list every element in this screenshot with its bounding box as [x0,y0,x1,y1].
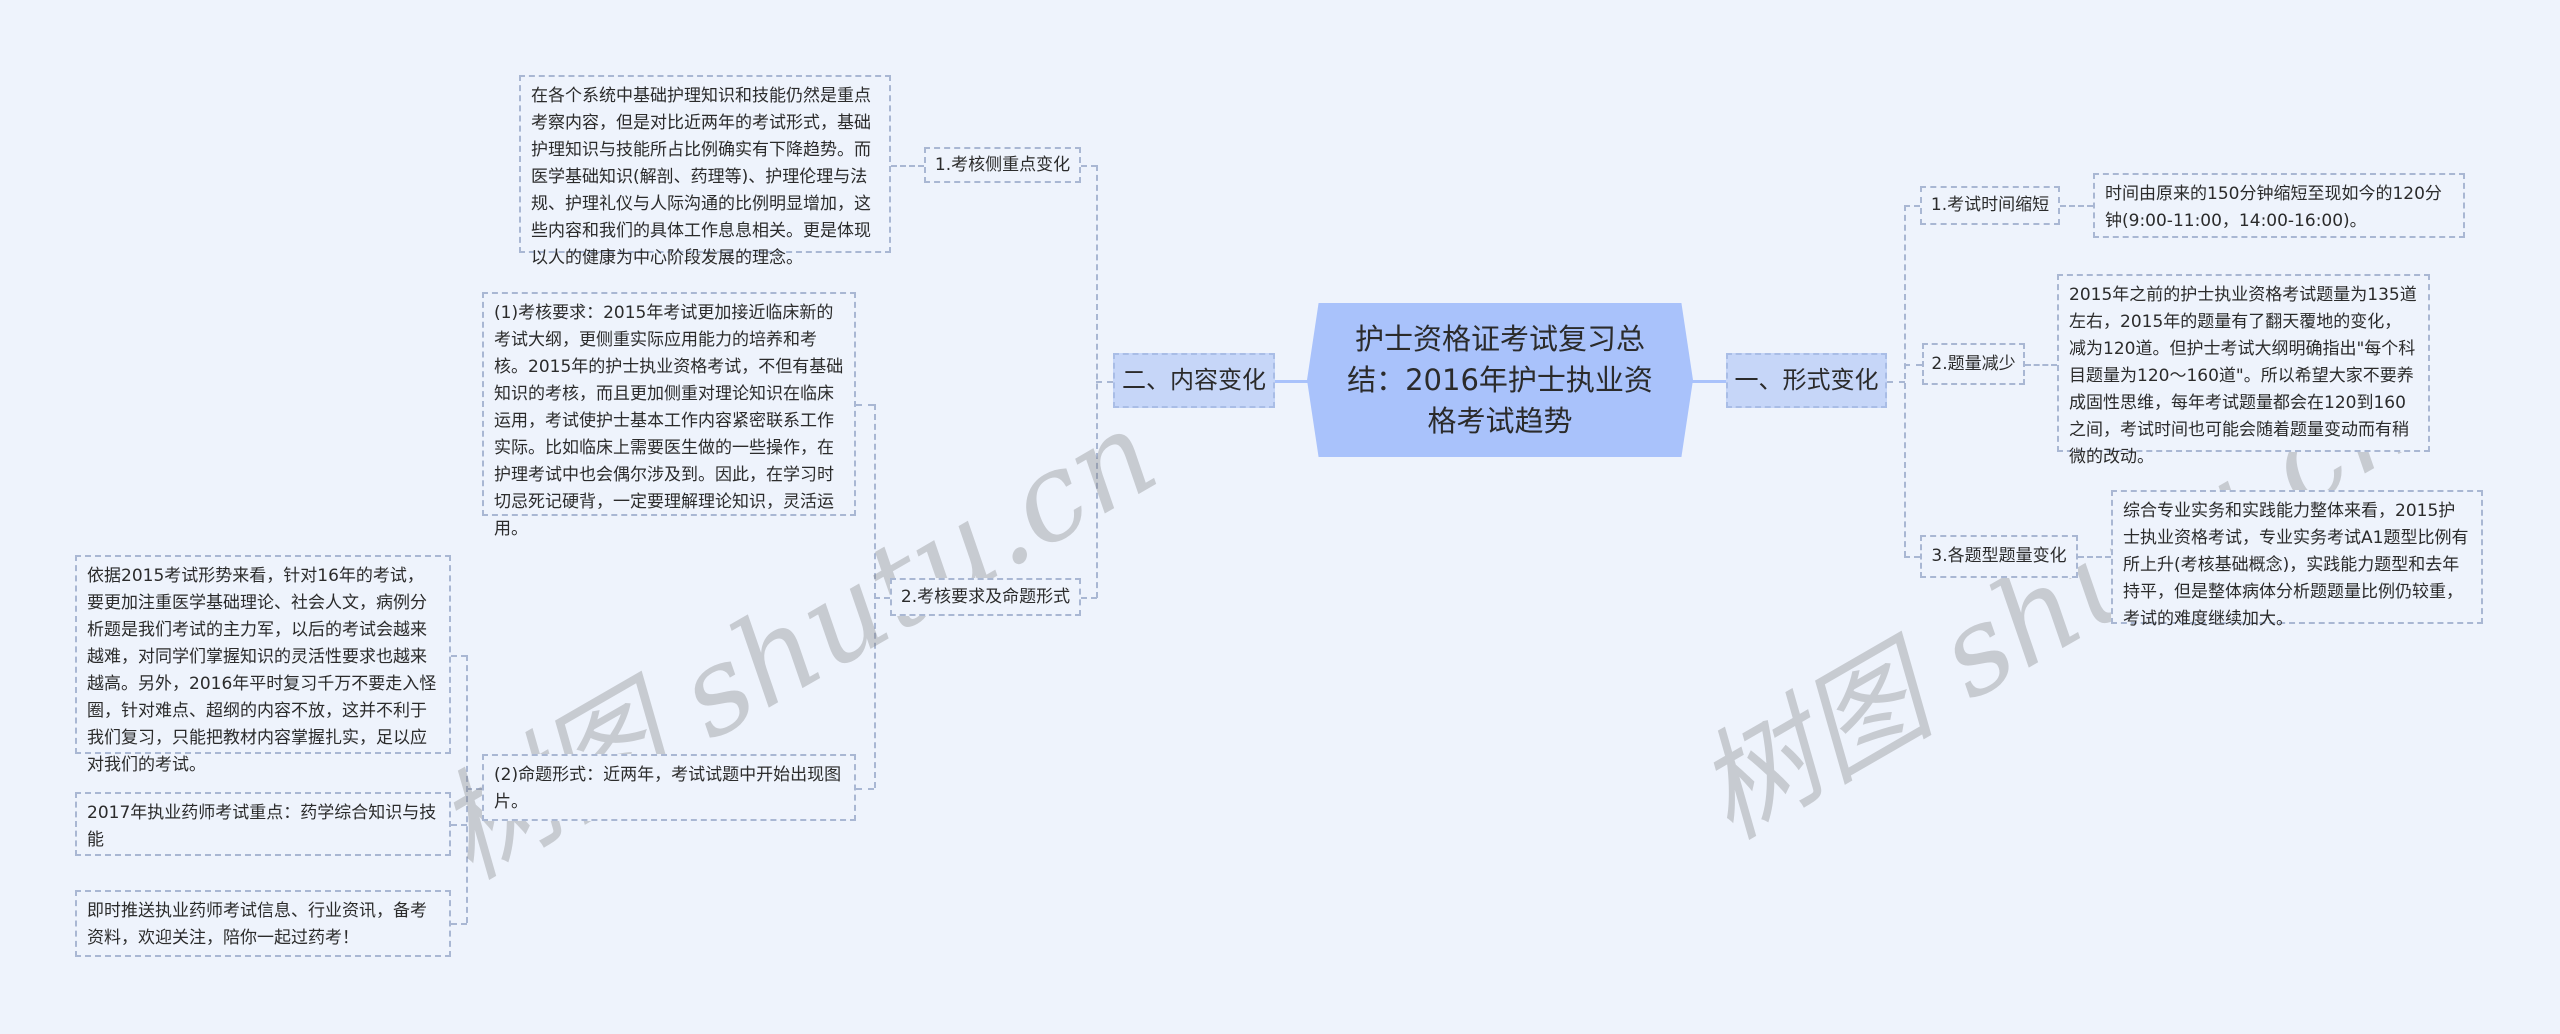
branch-label: 一、形式变化 [1734,366,1879,394]
connector [1904,205,1920,207]
note-focus-change[interactable]: 在各个系统中基础护理知识和技能仍然是重点考察内容，但是对比近两年的考试形式，基础… [519,75,891,268]
note-text: (1)考核要求：2015年考试更加接近临床新的考试大纲，更侧重实际应用能力的培养… [494,303,844,539]
note-question-format[interactable]: (2)命题形式：近两年，考试试题中开始出现图片。 [482,754,856,821]
connector [856,404,874,406]
note-2017-pharmacist[interactable]: 2017年执业药师考试重点：药学综合知识与技能 [75,792,451,856]
connector [1904,364,1922,366]
connector [891,165,924,167]
connector [451,923,467,925]
connector-center-right [1691,380,1727,383]
note-question-count[interactable]: 2015年之前的护士执业资格考试题量为135道左右，2015年的题量有了翻天覆地… [2057,274,2430,467]
connector [1081,597,1097,599]
note-text: 2015年之前的护士执业资格考试题量为135道左右，2015年的题量有了翻天覆地… [2069,285,2417,467]
branch-content-change[interactable]: 二、内容变化 [1113,353,1275,408]
connector [856,788,874,790]
note-exam-requirements[interactable]: (1)考核要求：2015年考试更加接近临床新的考试大纲，更侧重实际应用能力的培养… [482,292,856,539]
connector [874,597,890,599]
note-text: 在各个系统中基础护理知识和技能仍然是重点考察内容，但是对比近两年的考试形式，基础… [531,86,871,268]
topic-requirements-and-format[interactable]: 2.考核要求及命题形式 [890,578,1081,616]
connector [451,655,467,657]
topic-label: 2.考核要求及命题形式 [900,586,1071,607]
note-text: 2017年执业药师考试重点：药学综合知识与技能 [87,803,437,850]
branch-form-change[interactable]: 一、形式变化 [1726,353,1887,408]
topic-label: 2.题量减少 [1931,353,2016,374]
connector [1904,556,1920,558]
note-text: 即时推送执业药师考试信息、行业资讯，备考资料，欢迎关注，陪你一起过药考！ [87,901,427,948]
connector [1904,205,1906,557]
note-question-type[interactable]: 综合专业实务和实践能力整体来看，2015护士执业资格考试，专业实务考试A1题型比… [2111,490,2483,629]
connector [451,824,467,826]
note-2016-advice[interactable]: 依据2015考试形势来看，针对16年的考试，要更加注重医学基础理论、社会人文，病… [75,555,451,775]
connector [466,788,482,790]
topic-exam-time-shortened[interactable]: 1.考试时间缩短 [1920,186,2060,225]
topic-label: 1.考试时间缩短 [1930,195,2050,215]
note-text: (2)命题形式：近两年，考试试题中开始出现图片。 [494,765,842,812]
topic-focus-change[interactable]: 1.考核侧重点变化 [924,147,1081,183]
connector [2078,556,2111,558]
connector [1096,381,1113,383]
note-text: 综合专业实务和实践能力整体来看，2015护士执业资格考试，专业实务考试A1题型比… [2123,501,2469,629]
note-exam-time[interactable]: 时间由原来的150分钟缩短至现如今的120分钟(9:00-11:00，14:00… [2093,173,2465,238]
connector [2025,364,2057,366]
connector [2060,205,2093,207]
note-text: 依据2015考试形势来看，针对16年的考试，要更加注重医学基础理论、社会人文，病… [87,566,437,775]
connector [1887,381,1905,383]
connector [1081,165,1097,167]
central-topic-title: 护士资格证考试复习总结：2016年护士执业资格考试趋势 [1347,321,1653,438]
topic-question-count-reduced[interactable]: 2.题量减少 [1922,343,2025,385]
branch-label: 二、内容变化 [1122,366,1266,394]
central-topic[interactable]: 护士资格证考试复习总结：2016年护士执业资格考试趋势 [1307,303,1693,457]
note-follow-promo[interactable]: 即时推送执业药师考试信息、行业资讯，备考资料，欢迎关注，陪你一起过药考！ [75,890,451,957]
topic-label: 3.各题型题量变化 [1931,546,2067,566]
connector [1096,165,1098,598]
connector-center-left [1275,380,1309,383]
topic-label: 1.考核侧重点变化 [934,154,1071,175]
topic-question-type-change[interactable]: 3.各题型题量变化 [1920,535,2078,578]
connector [874,404,876,788]
note-text: 时间由原来的150分钟缩短至现如今的120分钟(9:00-11:00，14:00… [2105,184,2442,231]
connector [466,655,468,923]
